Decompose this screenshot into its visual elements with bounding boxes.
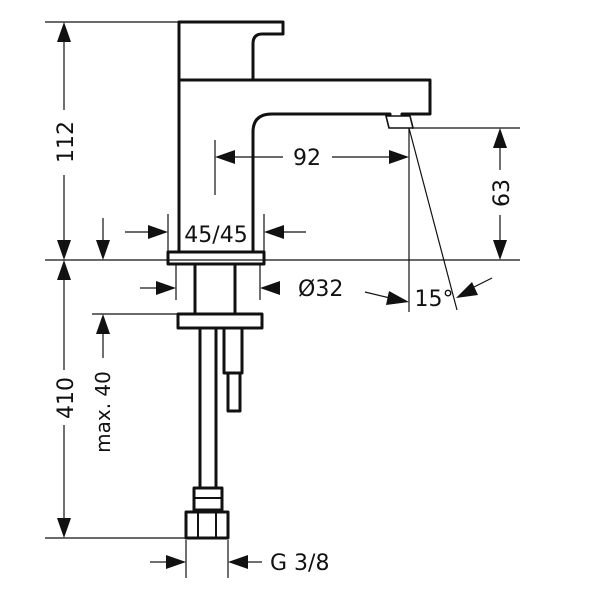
arrow xyxy=(57,22,71,42)
label-max-thickness: max. 40 xyxy=(91,371,115,453)
label-spray-angle: 15° xyxy=(415,287,454,312)
extension-lines xyxy=(45,21,520,578)
aerator xyxy=(384,115,415,129)
arrow xyxy=(148,225,168,239)
arrow xyxy=(456,282,478,298)
arrow xyxy=(96,314,110,334)
label-shank-length: 410 xyxy=(54,377,79,419)
arrow xyxy=(386,291,409,305)
base-plate xyxy=(166,250,266,266)
hose-nut xyxy=(184,510,230,540)
dimension-labels: 112 92 63 45/45 Ø32 15° 410 max. 40 G 3/… xyxy=(54,121,515,576)
arrow xyxy=(57,518,71,538)
arrow xyxy=(264,225,284,239)
hose-upper xyxy=(198,326,218,490)
ext-spray-angle xyxy=(408,127,458,311)
fixing-rod xyxy=(222,326,244,375)
label-thread: G 3/8 xyxy=(270,551,329,576)
dim-15-line-right xyxy=(471,277,493,289)
arrow xyxy=(156,281,176,295)
arrow xyxy=(57,260,71,280)
arrow xyxy=(389,150,409,164)
fixing-washer xyxy=(176,312,264,330)
arrow xyxy=(166,555,186,569)
threaded-shank xyxy=(193,262,237,316)
arrow xyxy=(493,240,507,260)
arrow xyxy=(215,150,235,164)
arrow xyxy=(228,555,248,569)
dimension-lines xyxy=(57,22,507,569)
label-shank-diameter: Ø32 xyxy=(298,277,343,302)
arrow xyxy=(493,128,507,148)
label-spout-height: 63 xyxy=(490,179,515,207)
dim-15-line-left xyxy=(364,291,391,299)
fixing-rod-end xyxy=(226,371,242,413)
label-base-width: 45/45 xyxy=(184,223,247,248)
arrow xyxy=(96,240,110,260)
arrow xyxy=(260,281,280,295)
label-height-top: 112 xyxy=(54,121,79,163)
label-spout-reach: 92 xyxy=(293,146,321,171)
shank-assembly xyxy=(176,262,264,540)
arrow xyxy=(57,240,71,260)
